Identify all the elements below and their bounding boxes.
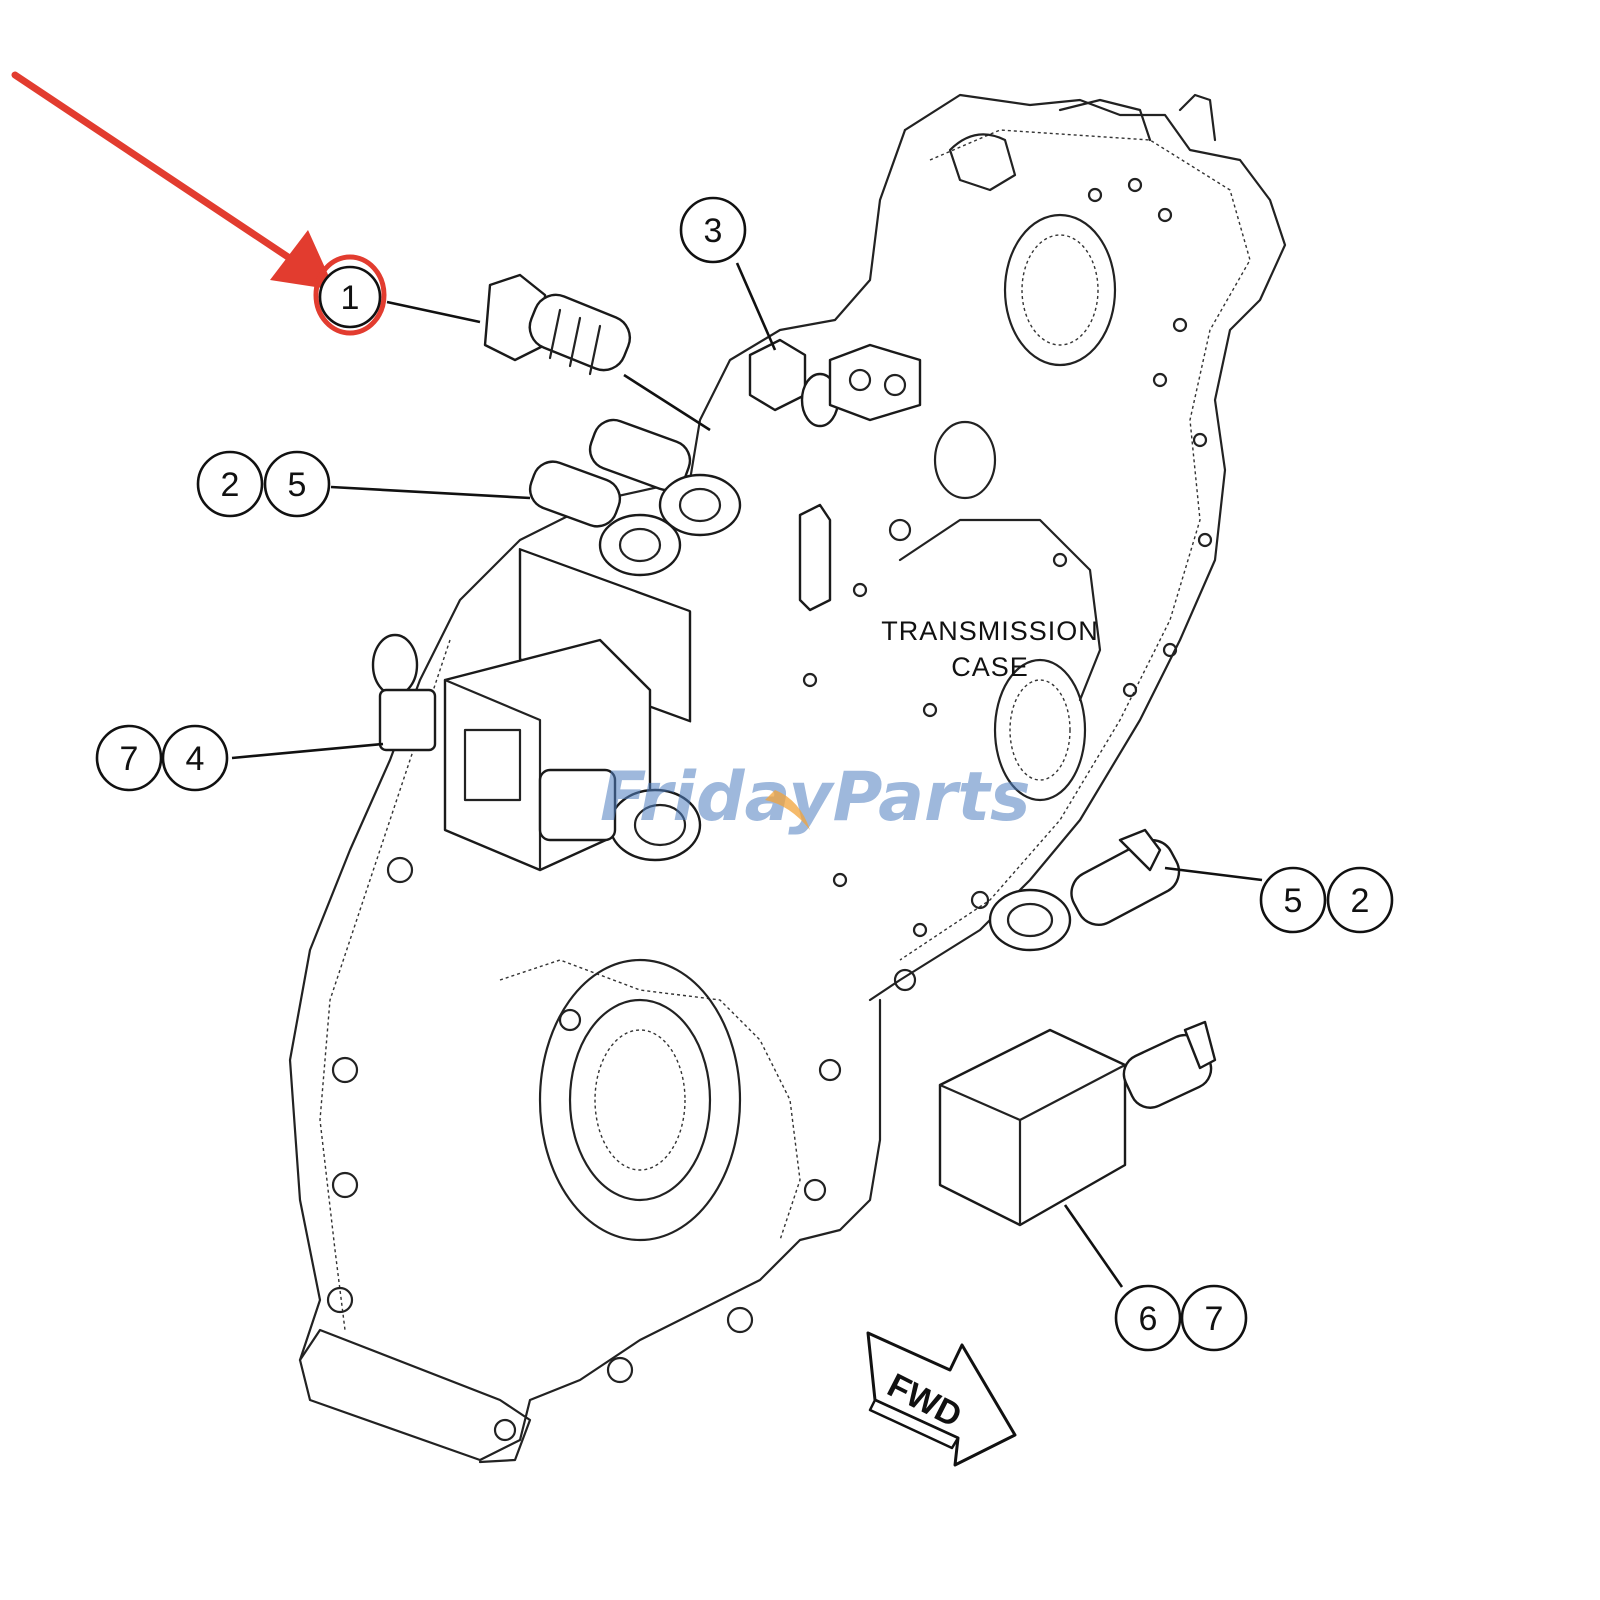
case-label-line-2: CASE xyxy=(951,652,1029,682)
case-label-line-1: TRANSMISSION xyxy=(881,616,1099,646)
watermark-logo: FridayParts xyxy=(600,758,1031,837)
bolt-holes xyxy=(326,177,1213,1442)
part-7-4-valve-block-left xyxy=(371,547,702,872)
callout-3-label: 3 xyxy=(704,212,723,250)
highlight-arrow xyxy=(11,71,335,290)
callout-7-4: 7 4 xyxy=(95,724,229,792)
callout-5-2: 5 2 xyxy=(1259,866,1394,934)
fwd-direction-arrow: FWD xyxy=(866,1331,1017,1467)
callout-1-label: 1 xyxy=(341,279,360,317)
callout-3: 3 xyxy=(679,196,747,264)
highlight-circle xyxy=(313,254,387,336)
part-6-7-valve-block-right xyxy=(938,1020,1217,1227)
leader-lines xyxy=(231,262,1263,1288)
part-5-2-solenoid-lower-right xyxy=(988,828,1181,952)
watermark-text: FridayParts xyxy=(600,758,1031,837)
transmission-case-label: TRANSMISSION CASE xyxy=(881,616,1099,682)
transmission-case xyxy=(288,93,1287,1464)
callout-5-2-second: 2 xyxy=(1351,882,1370,920)
watermark-swoosh-icon xyxy=(765,790,810,830)
callout-6-7: 6 7 xyxy=(1114,1284,1248,1352)
callout-2-5-first: 2 xyxy=(221,466,240,504)
callout-7-4-second: 4 xyxy=(186,740,205,778)
callout-2-5: 2 5 xyxy=(196,450,331,518)
callout-6-7-first: 6 xyxy=(1139,1300,1158,1338)
callout-5-2-first: 5 xyxy=(1284,882,1303,920)
part-1-solenoid-valve xyxy=(483,273,632,376)
callout-2-5-second: 5 xyxy=(288,466,307,504)
part-2-5-solenoid-upper xyxy=(528,418,832,612)
callout-7-4-first: 7 xyxy=(120,740,139,778)
callout-1: 1 xyxy=(318,265,382,329)
part-3-pressure-switch xyxy=(748,338,922,428)
callout-6-7-second: 7 xyxy=(1205,1300,1224,1338)
